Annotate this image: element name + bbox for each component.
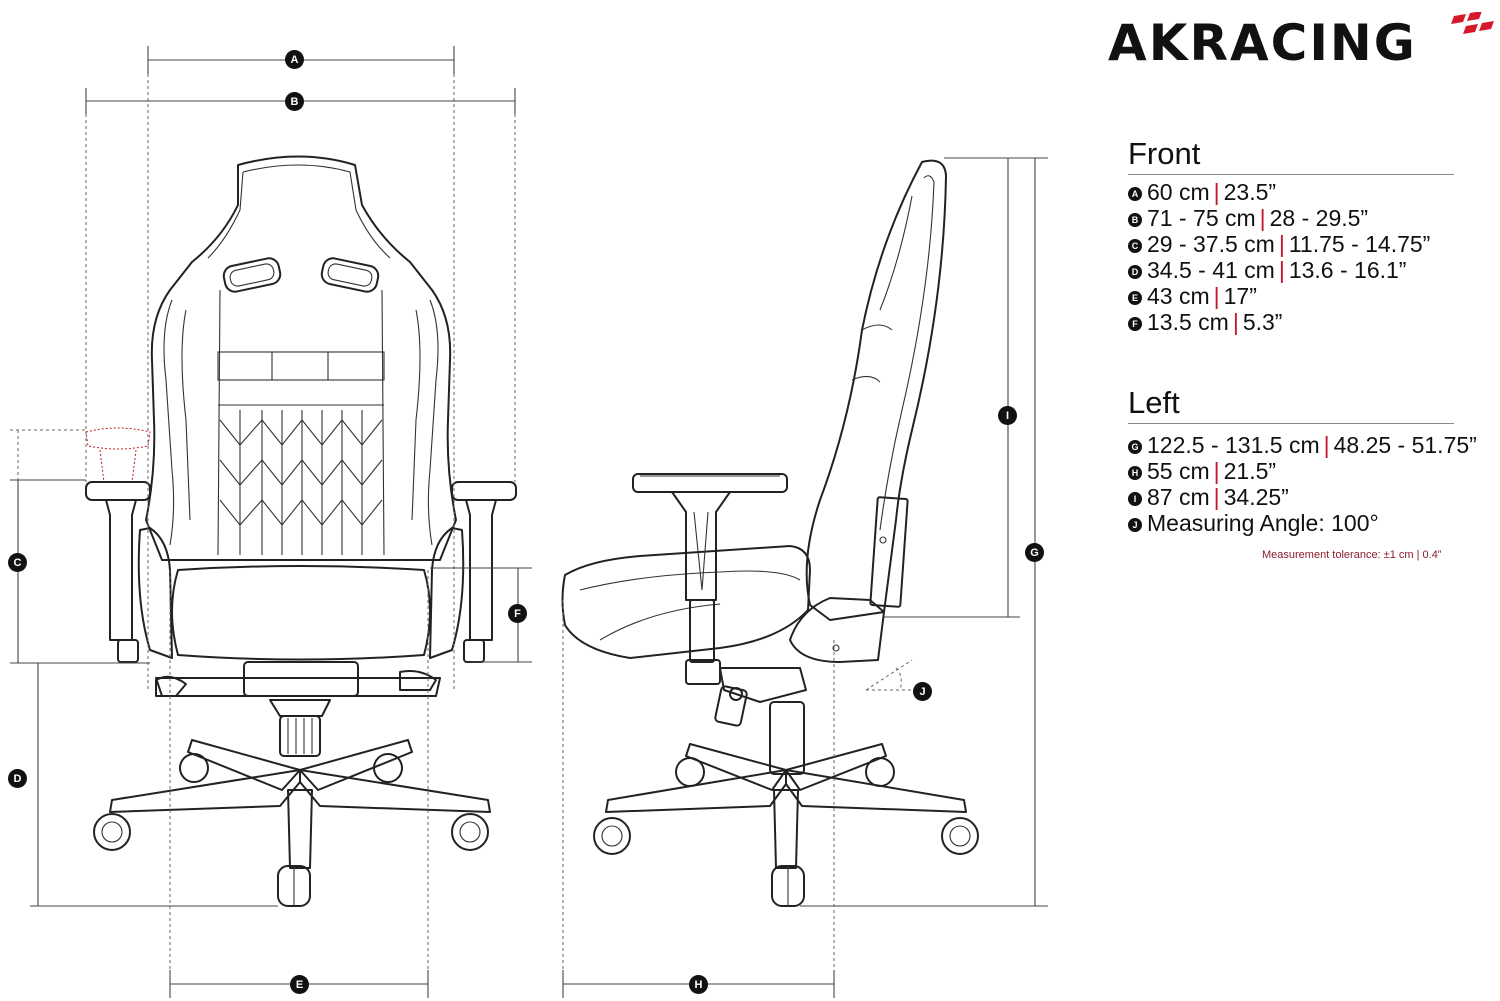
- badge-g: G: [1128, 440, 1142, 454]
- callout-g: G: [1025, 543, 1044, 562]
- dimension-lines: [10, 46, 1048, 998]
- logo-text: AKRACING: [1108, 14, 1417, 72]
- callout-j: J: [913, 682, 932, 701]
- callout-e: E: [290, 975, 309, 994]
- badge-b: B: [1128, 213, 1142, 227]
- checkered-flag-icon: [1451, 12, 1494, 34]
- badge-j: J: [1128, 518, 1142, 532]
- measurement-tolerance-note: Measurement tolerance: ±1 cm | 0.4”: [1262, 549, 1442, 561]
- akracing-logo: AKRACING: [1108, 12, 1494, 72]
- callout-i: I: [998, 406, 1017, 425]
- badge-e: E: [1128, 291, 1142, 305]
- badge-f: F: [1128, 317, 1142, 331]
- callout-c: C: [8, 553, 27, 572]
- callout-f: F: [508, 604, 527, 623]
- badge-h: H: [1128, 466, 1142, 480]
- badge-c: C: [1128, 239, 1142, 253]
- callout-b: B: [285, 92, 304, 111]
- left-title: Left: [1128, 385, 1454, 424]
- callout-h: H: [689, 975, 708, 994]
- side-view-chair: [561, 159, 979, 907]
- callout-a: A: [285, 50, 304, 69]
- badge-a: A: [1128, 187, 1142, 201]
- badge-d: D: [1128, 265, 1142, 279]
- front-title: Front: [1128, 136, 1454, 175]
- callout-d: D: [8, 769, 27, 788]
- badge-i: I: [1128, 492, 1142, 506]
- front-view-chair: [85, 155, 517, 907]
